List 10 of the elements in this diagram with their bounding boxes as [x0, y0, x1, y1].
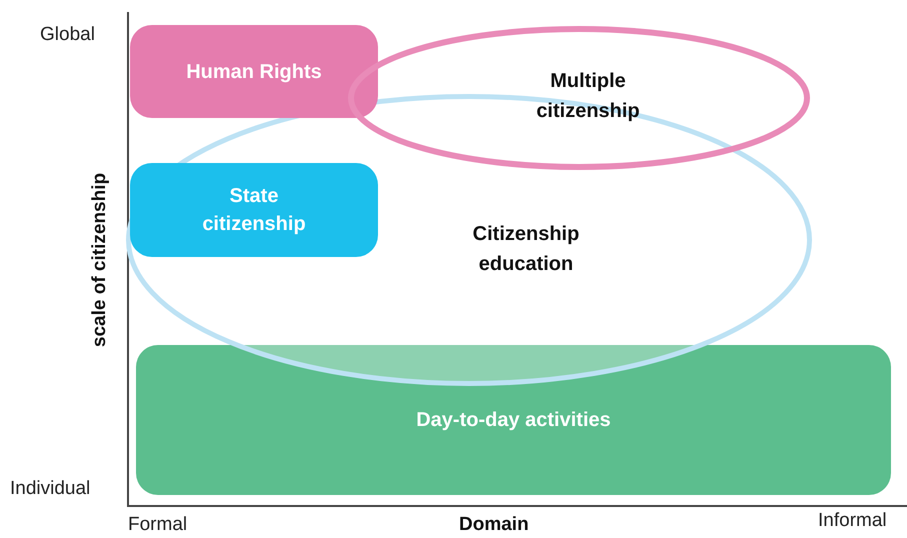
axis-tick-label: Formal: [128, 514, 188, 536]
region-label: Citizenship education: [472, 222, 580, 277]
axis-tick-label: Individual: [10, 478, 90, 500]
category-box: Day-to-day activities: [136, 345, 891, 495]
axis-title: scale of citizenship: [89, 172, 111, 348]
region-label: Multiple citizenship: [535, 69, 641, 124]
axis-tick-label: Informal: [818, 510, 887, 532]
axis-tick-label: Global: [40, 24, 95, 46]
category-box: Human Rights: [130, 25, 378, 118]
axis-title: Domain: [459, 514, 529, 536]
